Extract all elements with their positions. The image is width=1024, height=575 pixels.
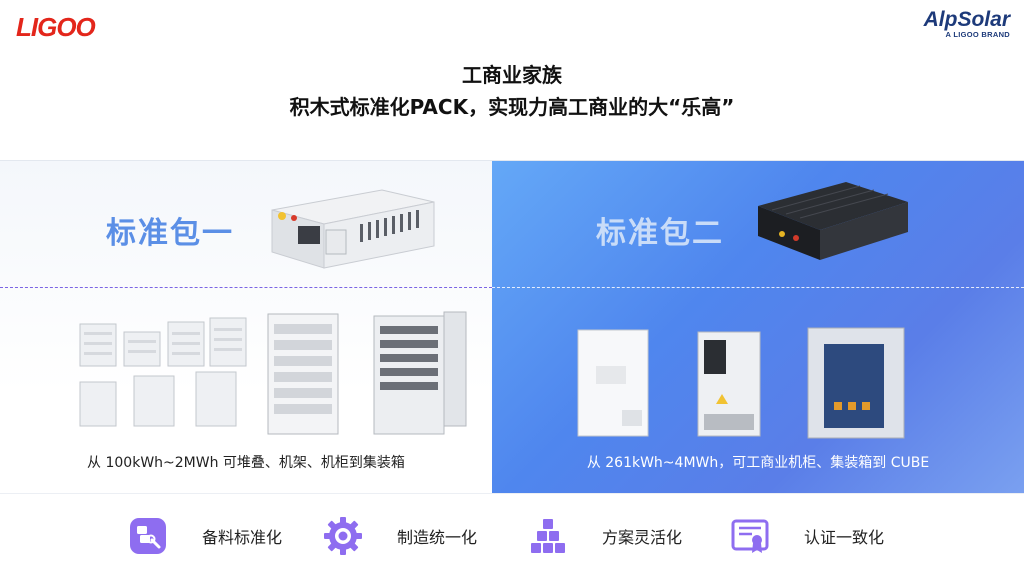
- certificate-icon: [730, 516, 770, 556]
- pack-one-lineup-image: [79, 311, 467, 435]
- title-line-2: 积木式标准化PACK，实现力高工商业的大“乐高”: [289, 95, 735, 119]
- feature-label: 备料标准化: [202, 528, 283, 547]
- pack-two-lineup-image: [577, 327, 905, 439]
- pack-two-product-image: [758, 182, 908, 260]
- pack-two-title: 标准包二: [596, 216, 724, 251]
- title-line-1: 工商业家族: [462, 63, 562, 87]
- divider-line: [0, 160, 1024, 161]
- feature-label: 方案灵活化: [602, 528, 683, 547]
- pack-one-product-image: [271, 189, 435, 269]
- wrench-parts-icon: [128, 516, 168, 556]
- pack-one-title: 标准包一: [106, 216, 234, 251]
- feature-consistent-certification: 认证一致化: [730, 516, 884, 556]
- alpsolar-logo: AlpSolar A LIGOO BRAND: [924, 8, 1010, 39]
- right-dashed-divider: [492, 287, 1024, 288]
- features-bar: [0, 493, 1024, 575]
- alpsolar-logo-tagline: A LIGOO BRAND: [945, 30, 1010, 39]
- feature-label: 认证一致化: [804, 528, 885, 547]
- alpsolar-logo-name: AlpSolar: [923, 8, 1010, 31]
- feature-label: 制造统一化: [397, 528, 478, 547]
- pack-two-caption: 从 261kWh~4MWh，可工商业机柜、集装箱到 CUBE: [586, 455, 930, 471]
- gear-icon: [323, 516, 363, 556]
- feature-standardized-materials: 备料标准化: [128, 516, 282, 556]
- feature-unified-manufacturing: 制造统一化: [323, 516, 477, 556]
- ligoo-logo: LIGOO: [16, 12, 96, 42]
- stacked-blocks-icon: [528, 516, 568, 556]
- slide-title: 工商业家族 积木式标准化PACK，实现力高工商业的大“乐高”: [0, 60, 1024, 124]
- left-dashed-divider: [0, 287, 492, 288]
- feature-flexible-solutions: 方案灵活化: [528, 516, 682, 556]
- pack-one-caption: 从 100kWh~2MWh 可堆叠、机架、机柜到集装箱: [87, 455, 405, 471]
